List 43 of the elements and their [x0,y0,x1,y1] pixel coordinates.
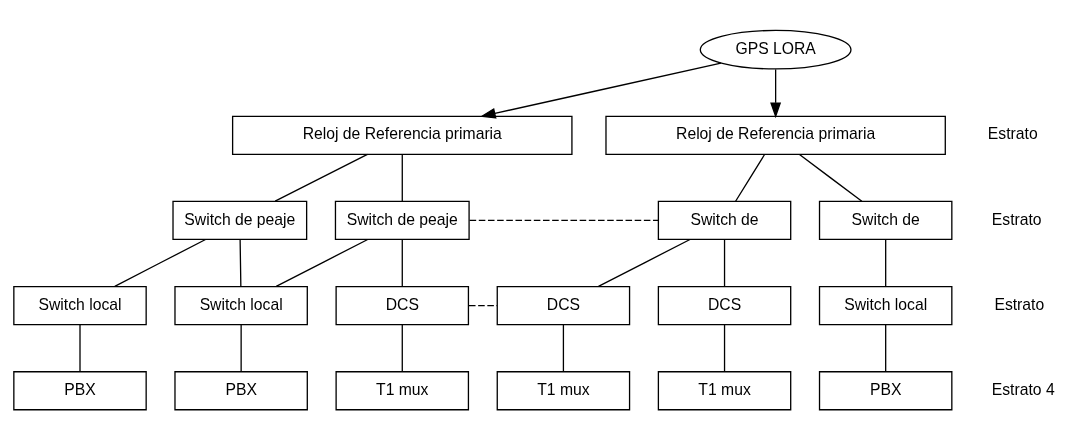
connector [240,324,242,373]
node-box: DCS [657,285,792,326]
label: Estrato 4 [991,380,1055,398]
node-box: T1 mux [496,371,631,411]
label: Estrato [994,295,1045,313]
node-box: Switch de [657,200,792,241]
connector [562,324,565,373]
node-box: T1 mux [657,371,792,411]
connector [401,153,403,202]
connector [885,324,887,373]
label: Estrato [991,210,1042,228]
connector [734,153,766,202]
connector [723,239,726,288]
node-box: Switch de [818,200,953,241]
connector [885,239,887,288]
connector [401,324,403,373]
node-box: Switch de peaje [334,200,470,241]
connector [468,219,659,222]
arrow [770,68,782,119]
node-ellipse: GPS LORA [699,29,852,70]
node-box: Switch local [174,285,308,326]
connector [114,238,207,287]
connector [239,239,242,288]
connector [401,239,403,288]
node-box: PBX [818,371,953,411]
connector [723,324,726,373]
label: Estrato [987,125,1038,143]
node-box: T1 mux [335,371,470,411]
node-box: DCS [496,285,631,326]
connector [274,153,369,202]
arrow [480,62,722,119]
node-box: Reloj de Referencia primaria [605,115,946,155]
connector [275,238,369,287]
node-box: DCS [335,285,470,326]
node-box: Switch local [818,285,953,326]
connector [798,153,863,202]
node-box: PBX [13,371,147,411]
connector [79,324,81,373]
node-box: Switch de peaje [172,200,308,241]
node-box: Switch local [13,285,147,326]
connector [597,238,691,287]
node-box: PBX [174,371,308,411]
node-box: Reloj de Referencia primaria [231,115,573,155]
